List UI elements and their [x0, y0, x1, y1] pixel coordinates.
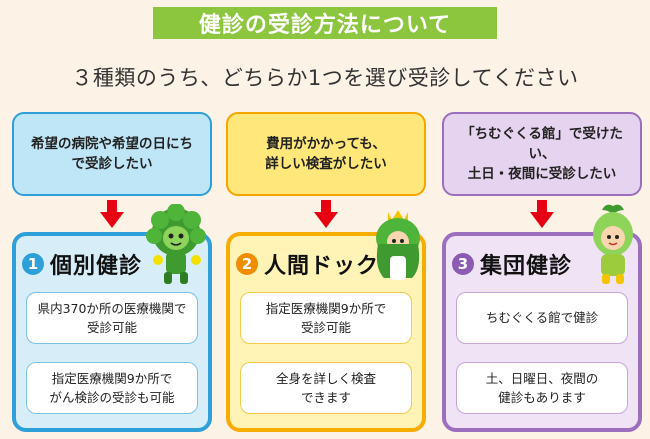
- option-number-badge: 3: [452, 253, 474, 275]
- detail-line: ちむぐくる館で健診: [485, 310, 599, 326]
- option-title-row: 1 個別健診: [22, 248, 142, 280]
- option-title-row: 3 集団健診: [452, 248, 572, 280]
- detail-box: ちむぐくる館で健診: [456, 292, 628, 344]
- need-box-1: 希望の病院や希望の日にち で受診したい: [12, 112, 212, 196]
- option-number-badge: 2: [236, 253, 258, 275]
- detail-line: 指定医療機関9か所で: [265, 300, 387, 316]
- detail-box: 県内370か所の医療機関で 受診可能: [26, 292, 198, 344]
- down-arrow-icon: [530, 200, 554, 228]
- option-column-1: 希望の病院や希望の日にち で受診したい 1 個別健診 県内370か所の医療機関で…: [12, 112, 212, 432]
- need-line: で受診したい: [71, 156, 153, 172]
- detail-box: 指定医療機関9か所で がん検診の受診も可能: [26, 362, 198, 414]
- option-column-2: 費用がかかっても、 詳しい検査がしたい 2 人間ドック 指定医療機関9か所で 受…: [226, 112, 426, 432]
- option-title-row: 2 人間ドック: [236, 248, 379, 280]
- detail-line: 県内370か所の医療機関で: [37, 300, 187, 316]
- detail-line: 受診可能: [300, 320, 351, 335]
- mascot-character: [376, 210, 420, 280]
- page-title: 健診の受診方法について: [153, 7, 497, 39]
- detail-line: 土、日曜日、夜間の: [485, 370, 599, 386]
- need-box-2: 費用がかかっても、 詳しい検査がしたい: [226, 112, 426, 196]
- need-box-3: 「ちむぐくる館」で受けたい、 土日・夜間に受診したい: [442, 112, 642, 196]
- need-line: 「ちむぐくる館」で受けたい、: [461, 125, 623, 162]
- detail-line: できます: [300, 390, 351, 405]
- need-line: 費用がかかっても、: [266, 135, 386, 152]
- need-line: 希望の病院や希望の日にち: [31, 135, 193, 152]
- mascot-character: [593, 204, 633, 284]
- instruction-text: ３種類のうち、どちらか1つを選び受診してください: [71, 66, 579, 90]
- need-line: 詳しい検査がしたい: [265, 156, 387, 172]
- option-title: 個別健診: [50, 254, 143, 279]
- header-banner: 健診の受診方法について: [0, 0, 650, 46]
- detail-box: 土、日曜日、夜間の 健診もあります: [456, 362, 628, 414]
- detail-box: 全身を詳しく検査 できます: [240, 362, 412, 414]
- option-card-3: 3 集団健診 ちむぐくる館で健診 土、日曜日、夜間の 健診もあります: [442, 232, 642, 432]
- option-column-3: 「ちむぐくる館」で受けたい、 土日・夜間に受診したい 3 集団健診 ちむぐくる館…: [442, 112, 642, 432]
- option-number-badge: 1: [22, 253, 44, 275]
- detail-line: 健診もあります: [498, 390, 586, 405]
- detail-line: 受診可能: [86, 320, 137, 335]
- mascot-character: [146, 204, 206, 284]
- option-title: 人間ドック: [264, 254, 380, 279]
- detail-line: がん検診の受診も可能: [49, 390, 175, 405]
- option-title: 集団健診: [480, 254, 573, 279]
- detail-line: 指定医療機関9か所で: [51, 370, 173, 386]
- down-arrow-icon: [314, 200, 338, 228]
- need-line: 土日・夜間に受診したい: [467, 166, 617, 183]
- detail-box: 指定医療機関9か所で 受診可能: [240, 292, 412, 344]
- detail-line: 全身を詳しく検査: [275, 370, 376, 386]
- down-arrow-icon: [100, 200, 124, 228]
